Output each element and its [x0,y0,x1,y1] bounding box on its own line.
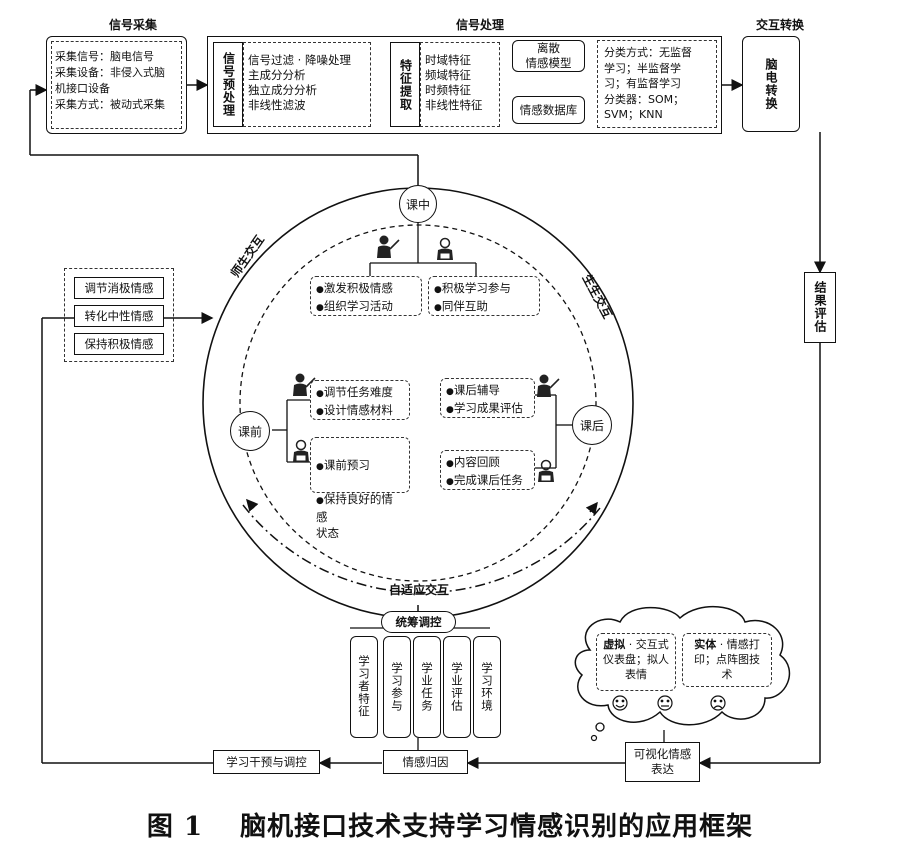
preprocess-box: 信号过滤 · 降噪处理 主成分分析 独立成分分析 非线性滤波 [243,42,371,127]
preprocess-text: 信号过滤 · 降噪处理 主成分分析 独立成分分析 非线性滤波 [248,53,351,112]
activity-item: 调节任务难度 [316,384,404,402]
result-eval-box: 结果评估 [804,272,836,343]
activity-item: 同伴互助 [434,298,534,316]
before-class-student-activities: 课前预习 保持良好的情感 状态 [310,437,410,540]
pillar-label: 学业评估 [450,661,464,712]
pillar: 学习环境 [473,636,501,738]
after-class-node: 课后 [572,405,612,445]
after-class-student-activities: 内容回顾 完成课后任务 [440,450,535,490]
physical-label: 实体 [694,638,717,651]
physical-expression-box: 实体 · 情感打 印；点阵图技 术 [682,633,772,687]
regulation-item: 转化中性情感 [74,305,164,327]
student-icon [288,438,314,464]
teacher-icon [290,372,316,398]
emotion-db-box: 情感数据库 [512,96,585,124]
collection-box: 采集信号：脑电信号 采集设备：非侵入式脑 机接口设备 采集方式：被动式采集 [46,36,187,134]
teacher-icon [534,373,560,399]
activity-item: 内容回顾 [446,454,529,472]
collection-text: 采集信号：脑电信号 采集设备：非侵入式脑 机接口设备 采集方式：被动式采集 [55,50,165,111]
virtual-desc: · 交互式 仪表盘；拟人 表情 [603,638,669,681]
before-class-teacher-activities: 调节任务难度 设计情感材料 [310,380,410,420]
activity-item: 学习成果评估 [446,400,529,418]
discrete-model-box: 离散 情感模型 [512,40,585,72]
preprocess-label-box: 信号预处理 [213,42,243,127]
figure-caption: 图 1 脑机接口技术支持学习情感识别的应用框架 [146,812,754,842]
student-icon [432,236,458,262]
emotion-regulation-group: 调节消极情感 转化中性情感 保持积极情感 [64,268,174,362]
in-class-student-activities: 积极学习参与 同伴互助 [428,276,540,316]
pillar-label: 学习环境 [480,661,494,712]
in-class-node: 课中 [399,185,437,223]
header-collection: 信号采集 [108,18,157,32]
regulation-item: 调节消极情感 [74,277,164,299]
visualization-box: 可视化情感 表达 [625,742,700,782]
brain-convert-label: 脑电转换 [764,57,778,110]
before-class-node: 课前 [230,411,270,451]
pillar: 学业评估 [443,636,471,738]
after-class-teacher-activities: 课后辅导 学习成果评估 [440,378,535,418]
brain-convert-box: 脑电转换 [742,36,800,132]
physical-desc: · 情感打 印；点阵图技 术 [694,638,760,681]
activity-item: 完成课后任务 [446,472,529,490]
classifier-text: 分类方式：无监督 学习；半监督学 习；有监督学习 分类器：SOM； SVM；KN… [604,46,692,121]
activity-item: 保持良好的情感 状态 [316,491,404,541]
virtual-expression-box: 虚拟 · 交互式 仪表盘；拟人 表情 [596,633,676,691]
adaptive-label: 自适应交互 [388,583,449,597]
classifier-box: 分类方式：无监督 学习；半监督学 习；有监督学习 分类器：SOM； SVM；KN… [597,40,717,128]
result-eval-label: 结果评估 [813,281,827,333]
activity-item: 积极学习参与 [434,280,534,298]
regulation-item: 保持积极情感 [74,333,164,355]
feature-label: 特征提取 [398,58,413,111]
activity-item: 组织学习活动 [316,298,416,316]
attribution-box: 情感归因 [383,750,468,774]
activity-item: 课后辅导 [446,382,529,400]
processing-box [207,36,722,134]
coordination-title: 统筹调控 [381,611,456,633]
feature-label-box: 特征提取 [390,42,420,127]
teacher-icon [374,234,400,260]
preprocess-label: 信号预处理 [221,52,236,117]
pillar-label: 学业任务 [420,661,434,712]
in-class-teacher-activities: 激发积极情感 组织学习活动 [310,276,422,316]
pillar-label: 学习参与 [390,661,404,712]
virtual-label: 虚拟 [603,638,626,651]
pillar: 学业任务 [413,636,441,738]
pillar: 学习者特征 [350,636,378,738]
activity-item: 激发积极情感 [316,280,416,298]
feature-box: 时域特征 频域特征 时频特征 非线性特征 [420,42,500,127]
header-processing: 信号处理 [455,18,504,32]
student-icon [533,458,559,484]
feature-text: 时域特征 频域特征 时频特征 非线性特征 [425,53,483,112]
header-interaction-convert: 交互转换 [755,18,804,32]
intervention-box: 学习干预与调控 [213,750,320,774]
activity-item: 课前预习 [316,457,404,475]
pillar: 学习参与 [383,636,411,738]
activity-item: 设计情感材料 [316,402,404,420]
pillar-label: 学习者特征 [357,655,371,718]
